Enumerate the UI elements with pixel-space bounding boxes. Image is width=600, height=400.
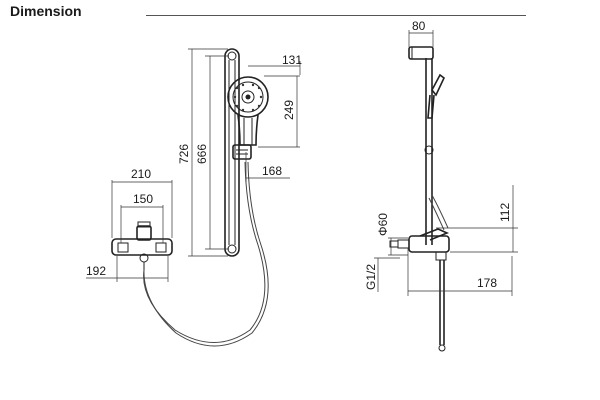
hand-shower (227, 76, 269, 146)
dim-726: 726 (177, 48, 228, 257)
mixer-body (111, 221, 173, 270)
section-title: Dimension (10, 3, 82, 19)
dim-210-label: 210 (131, 167, 151, 181)
dim-131: 131 (248, 53, 302, 75)
hose-side (431, 194, 449, 229)
hand-shower-side (427, 73, 446, 119)
dim-80: 80 (408, 19, 434, 47)
dim-168: 168 (245, 152, 290, 182)
front-view: 131 249 168 726 666 (86, 48, 302, 347)
dim-phi60-label: Φ60 (376, 213, 390, 236)
dim-178-label: 178 (477, 276, 497, 290)
dim-210: 210 (111, 167, 173, 238)
dim-249-label: 249 (282, 100, 296, 120)
dim-131-label: 131 (282, 53, 302, 67)
dim-112-label: 112 (498, 203, 512, 222)
title-divider (146, 15, 526, 16)
dim-112: 112 (436, 185, 518, 253)
shower-holder (232, 144, 252, 160)
dim-192-label: 192 (86, 264, 106, 278)
dim-178: 178 (407, 248, 513, 296)
dim-726-label: 726 (177, 144, 191, 164)
dim-150: 150 (120, 192, 164, 243)
dim-249: 249 (258, 75, 300, 148)
side-view: 80 112 Φ60 G1/2 178 (364, 19, 518, 352)
dim-150-label: 150 (133, 192, 153, 206)
dim-g12: G1/2 (364, 257, 400, 292)
dim-168-label: 168 (262, 164, 282, 178)
dim-666-label: 666 (195, 144, 209, 164)
dim-80-label: 80 (412, 19, 426, 33)
rail-side (408, 46, 434, 245)
dim-g12-label: G1/2 (364, 264, 378, 290)
mixer-side (389, 228, 450, 352)
dim-phi60: Φ60 (376, 213, 408, 256)
dim-192: 192 (86, 256, 169, 282)
dim-666: 666 (195, 55, 229, 250)
